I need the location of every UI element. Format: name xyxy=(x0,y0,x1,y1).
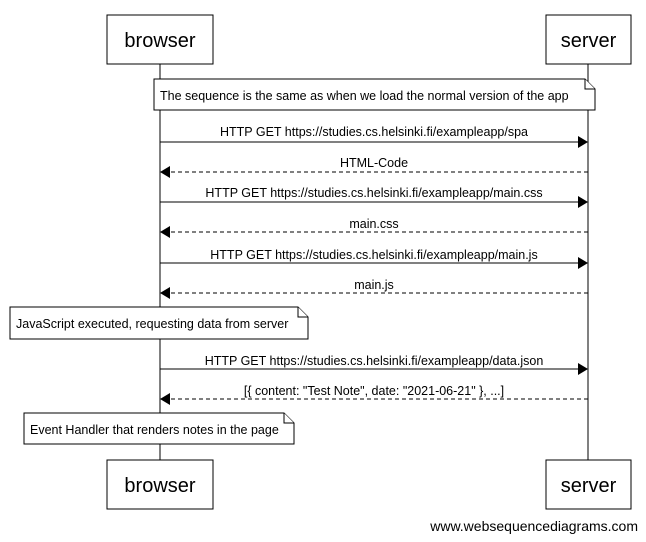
arrowhead-left xyxy=(160,287,170,299)
participant-label: server xyxy=(561,475,617,497)
note-text: The sequence is the same as when we load… xyxy=(160,89,569,103)
message-label: main.css xyxy=(349,217,398,231)
arrowhead-left xyxy=(160,226,170,238)
message-html-code: HTML-Code xyxy=(160,156,588,178)
message-main-css: main.css xyxy=(160,217,588,238)
message-label: main.js xyxy=(354,278,394,292)
message-label: HTML-Code xyxy=(340,156,408,170)
participant-label: server xyxy=(561,30,617,52)
watermark: www.websequencediagrams.com xyxy=(430,518,638,534)
message-label: HTTP GET https://studies.cs.helsinki.fi/… xyxy=(210,248,537,262)
message-get-main-js: HTTP GET https://studies.cs.helsinki.fi/… xyxy=(160,248,588,269)
note-javascript-executed: JavaScript executed, requesting data fro… xyxy=(9,306,309,340)
note-text: Event Handler that renders notes in the … xyxy=(30,423,279,437)
participant-browser-top: browser xyxy=(106,14,214,65)
participant-label: browser xyxy=(124,30,195,52)
participant-browser-bottom: browser xyxy=(106,459,214,510)
message-main-js: main.js xyxy=(160,278,588,299)
arrowhead-left xyxy=(160,166,170,178)
note-text: JavaScript executed, requesting data fro… xyxy=(16,317,288,331)
message-get-main-css: HTTP GET https://studies.cs.helsinki.fi/… xyxy=(160,186,588,208)
message-get-data-json: HTTP GET https://studies.cs.helsinki.fi/… xyxy=(160,354,588,375)
arrowhead-left xyxy=(160,393,170,405)
message-get-spa: HTTP GET https://studies.cs.helsinki.fi/… xyxy=(160,125,588,148)
participant-label: browser xyxy=(124,475,195,497)
participant-server-top: server xyxy=(545,14,632,65)
message-label: [{ content: "Test Note", date: "2021-06-… xyxy=(244,384,504,398)
arrowhead-right xyxy=(578,363,588,375)
arrowhead-right xyxy=(578,196,588,208)
note-event-handler: Event Handler that renders notes in the … xyxy=(23,412,295,445)
arrowhead-right xyxy=(578,136,588,148)
message-label: HTTP GET https://studies.cs.helsinki.fi/… xyxy=(205,354,544,368)
message-label: HTTP GET https://studies.cs.helsinki.fi/… xyxy=(205,186,542,200)
note-same-sequence: The sequence is the same as when we load… xyxy=(153,78,596,111)
arrowhead-right xyxy=(578,257,588,269)
message-json-response: [{ content: "Test Note", date: "2021-06-… xyxy=(160,384,588,405)
participant-server-bottom: server xyxy=(545,459,632,510)
message-label: HTTP GET https://studies.cs.helsinki.fi/… xyxy=(220,125,528,139)
